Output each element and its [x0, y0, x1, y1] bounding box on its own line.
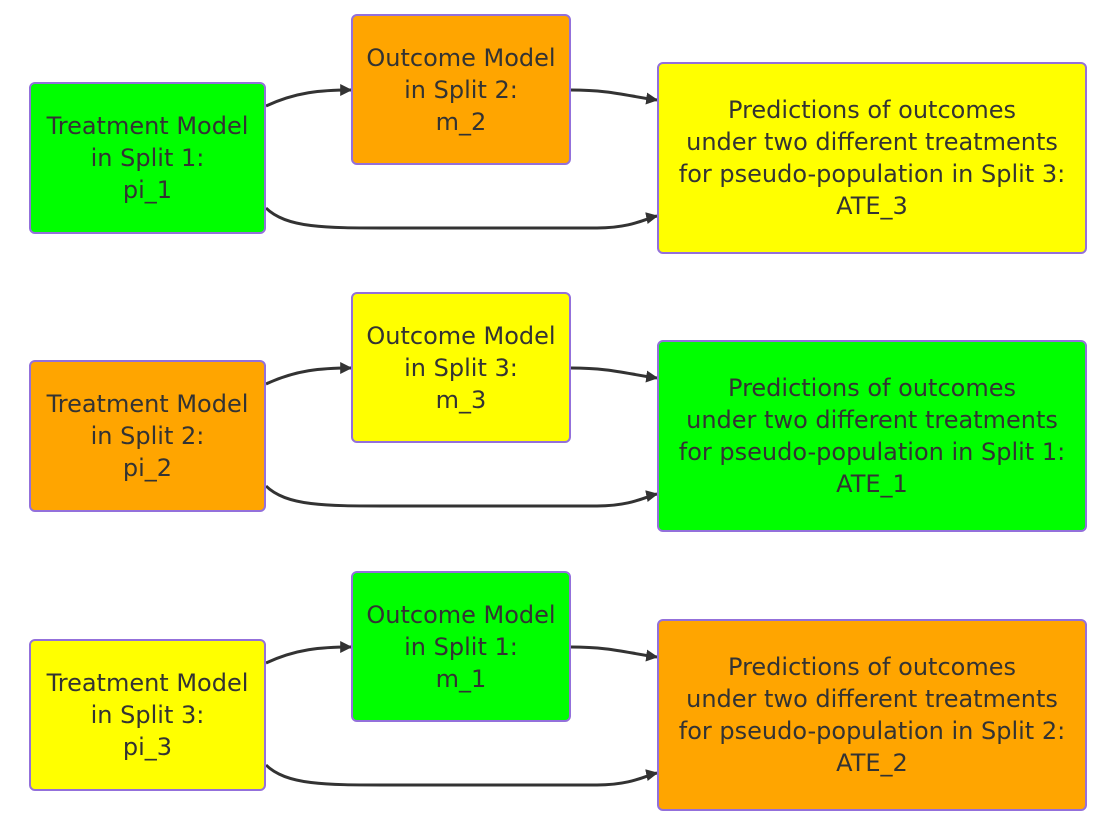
outcome-label-line: Outcome Model — [366, 43, 556, 72]
prediction-label-line: for pseudo-population in Split 3: — [678, 160, 1066, 188]
treatment-label-line: Treatment Model — [46, 112, 249, 140]
outcome-node-3: Outcome Model in Split 1: m_1 — [351, 571, 571, 722]
prediction-label-line: under two different treatments — [686, 128, 1058, 156]
outcome-label-line: m_2 — [435, 107, 487, 136]
outcome-label-line: in Split 1: — [404, 632, 518, 661]
edge-treatment-to-outcome — [265, 84, 353, 108]
treatment-label-line: Treatment Model — [46, 390, 249, 418]
prediction-label-line: Predictions of outcomes — [728, 374, 1016, 402]
prediction-label-line: ATE_3 — [836, 192, 908, 220]
edge-treatment-to-outcome — [265, 362, 353, 386]
prediction-node-2: Predictions of outcomes under two differe… — [657, 340, 1087, 532]
prediction-node-3: Predictions of outcomes under two differe… — [657, 619, 1087, 811]
edge-treatment-to-outcome — [265, 641, 353, 665]
edge-treatment-to-prediction — [264, 206, 659, 230]
outcome-label-line: in Split 3: — [404, 353, 518, 382]
outcome-label-line: in Split 2: — [404, 75, 518, 104]
outcome-label-line: Outcome Model — [366, 321, 556, 350]
outcome-node-1: Outcome Model in Split 2: m_2 — [351, 14, 571, 165]
edge-outcome-to-prediction — [570, 645, 659, 662]
edge-treatment-to-prediction — [264, 484, 659, 508]
prediction-label-line: ATE_2 — [836, 749, 908, 777]
outcome-node-2: Outcome Model in Split 3: m_3 — [351, 292, 571, 443]
treatment-node-2: Treatment Model in Split 2: pi_2 — [29, 360, 266, 512]
edge-treatment-to-prediction — [264, 763, 659, 787]
outcome-label-line: m_3 — [435, 385, 487, 414]
treatment-label-line: pi_2 — [122, 454, 173, 482]
prediction-label-line: Predictions of outcomes — [728, 653, 1016, 681]
treatment-label-line: pi_3 — [122, 733, 173, 761]
treatment-node-3: Treatment Model in Split 3: pi_3 — [29, 639, 266, 791]
edge-outcome-to-prediction — [570, 366, 659, 383]
prediction-label-line: for pseudo-population in Split 1: — [678, 438, 1066, 466]
treatment-label-line: pi_1 — [122, 176, 173, 204]
prediction-label-line: under two different treatments — [686, 406, 1058, 434]
prediction-node-1: Predictions of outcomes under two differe… — [657, 62, 1087, 254]
treatment-label-line: in Split 3: — [90, 701, 205, 729]
outcome-label-line: m_1 — [435, 664, 487, 693]
prediction-label-line: under two different treatments — [686, 685, 1058, 713]
treatment-label-line: in Split 1: — [90, 144, 205, 172]
outcome-label-line: Outcome Model — [366, 600, 556, 629]
prediction-label-line: Predictions of outcomes — [728, 96, 1016, 124]
prediction-label-line: for pseudo-population in Split 2: — [678, 717, 1066, 745]
edge-outcome-to-prediction — [570, 88, 659, 105]
prediction-label-line: ATE_1 — [836, 470, 908, 498]
treatment-node-1: Treatment Model in Split 1: pi_1 — [29, 82, 266, 234]
treatment-label-line: Treatment Model — [46, 669, 249, 697]
treatment-label-line: in Split 2: — [90, 422, 205, 450]
